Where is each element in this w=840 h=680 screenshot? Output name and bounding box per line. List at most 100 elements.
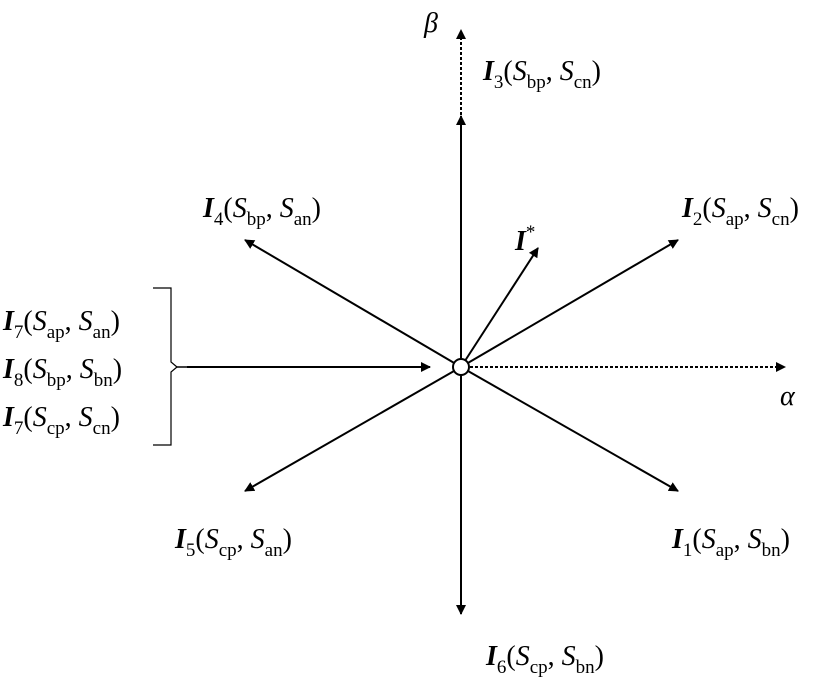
label-part-close: ) — [111, 402, 120, 433]
label-part-close: ) — [595, 641, 604, 672]
label-part-v: I — [202, 193, 215, 224]
label-part-open: ( — [23, 306, 32, 337]
label-part-close: ) — [283, 524, 292, 555]
label-part-v: I — [2, 306, 15, 337]
label-I5: I5(Scp, San) — [174, 524, 292, 561]
label-part-s2sub: cn — [93, 418, 111, 439]
label-part-sep: , — [237, 524, 251, 555]
label-part-s1: S — [702, 524, 716, 555]
vector-I-star — [460, 247, 539, 368]
label-part-s2: S — [80, 354, 94, 385]
label-part-close: ) — [312, 193, 321, 224]
label-part-v: I — [485, 641, 498, 672]
label-I1: I1(Sap, Sbn) — [671, 524, 790, 561]
label-part-n: 5 — [186, 540, 196, 561]
label-part-open: ( — [23, 402, 32, 433]
label-part-s2sub: bn — [94, 370, 114, 391]
vector-I1 — [460, 366, 679, 492]
label-part-sep: , — [548, 641, 562, 672]
label-part-n: 3 — [494, 72, 504, 93]
label-part-n: 7 — [14, 418, 24, 439]
label-part-n: 4 — [214, 209, 224, 230]
label-I2: I2(Sap, Scn) — [681, 193, 799, 230]
beta-label: β — [423, 8, 438, 39]
label-part-s1sub: bp — [247, 209, 266, 230]
label-part-s2: S — [251, 524, 265, 555]
label-part-s1: S — [33, 402, 47, 433]
label-I3: I3(Sbp, Scn) — [482, 56, 601, 93]
label-part-s2sub: an — [93, 322, 111, 343]
label-part-s1sub: cp — [47, 418, 65, 439]
label-part-sep: , — [65, 306, 79, 337]
label-part-v: I — [681, 193, 694, 224]
label-part-s1: S — [516, 641, 530, 672]
label-part-sep: , — [266, 193, 280, 224]
label-part-n: 8 — [14, 370, 24, 391]
vector-I4 — [244, 239, 462, 368]
label-part-n: 6 — [497, 657, 507, 678]
label-part-s1sub: bp — [527, 72, 546, 93]
label-part-open: ( — [23, 354, 32, 385]
label-part-s1: S — [712, 193, 726, 224]
label-part-close: ) — [113, 354, 122, 385]
label-part-open: ( — [692, 524, 701, 555]
label-part-s2sub: cn — [772, 209, 790, 230]
label-part-sep: , — [734, 524, 748, 555]
label-part-s1: S — [33, 306, 47, 337]
origin-circle — [452, 358, 470, 376]
label-part-v: I — [671, 524, 684, 555]
label-part-s1sub: cp — [219, 540, 237, 561]
I-star-label: I* — [514, 222, 535, 257]
label-I7a: I7(Sap, San) — [2, 306, 120, 343]
label-part-s2: S — [560, 56, 574, 87]
bracket — [153, 287, 178, 446]
label-part-s2sub: bn — [576, 657, 596, 678]
label-part-close: ) — [790, 193, 799, 224]
label-part-close: ) — [781, 524, 790, 555]
label-part-v: I — [2, 402, 15, 433]
label-part-s1sub: cp — [530, 657, 548, 678]
label-I6: I6(Scp, Sbn) — [485, 641, 604, 678]
label-part-s2sub: an — [294, 209, 312, 230]
label-I4: I4(Sbp, San) — [202, 193, 321, 230]
label-part-s1: S — [205, 524, 219, 555]
vector-I2 — [460, 239, 679, 368]
label-part-s1sub: ap — [47, 322, 65, 343]
alpha-label: α — [780, 381, 796, 412]
label-part-open: ( — [223, 193, 232, 224]
label-I7b: I7(Scp, Scn) — [2, 402, 120, 439]
label-part-v: I — [482, 56, 495, 87]
label-I8: I8(Sbp, Sbn) — [2, 354, 122, 391]
label-part-sep: , — [66, 354, 80, 385]
vector-I5 — [244, 366, 462, 492]
label-part-open: ( — [506, 641, 515, 672]
label-part-s2: S — [748, 524, 762, 555]
label-part-s1sub: ap — [716, 540, 734, 561]
label-part-s1: S — [513, 56, 527, 87]
label-part-n: 2 — [693, 209, 703, 230]
label-part-sep: , — [546, 56, 560, 87]
label-part-s1sub: ap — [726, 209, 744, 230]
label-part-close: ) — [111, 306, 120, 337]
label-part-close: ) — [592, 56, 601, 87]
label-part-s2sub: bn — [762, 540, 782, 561]
label-part-v: I — [2, 354, 15, 385]
label-part-s1: S — [233, 193, 247, 224]
label-part-open: ( — [503, 56, 512, 87]
label-part-sep: , — [744, 193, 758, 224]
label-part-s2: S — [280, 193, 294, 224]
label-part-n: 1 — [683, 540, 693, 561]
label-part-s2: S — [79, 306, 93, 337]
label-part-s2: S — [79, 402, 93, 433]
label-part-v: I — [174, 524, 187, 555]
label-part-open: ( — [702, 193, 711, 224]
label-part-s2: S — [562, 641, 576, 672]
label-part-s1sub: bp — [47, 370, 66, 391]
label-part-n: 7 — [14, 322, 24, 343]
label-part-sep: , — [65, 402, 79, 433]
label-part-s2: S — [758, 193, 772, 224]
label-part-s2sub: an — [265, 540, 283, 561]
label-part-open: ( — [195, 524, 204, 555]
label-part-s2sub: cn — [574, 72, 592, 93]
